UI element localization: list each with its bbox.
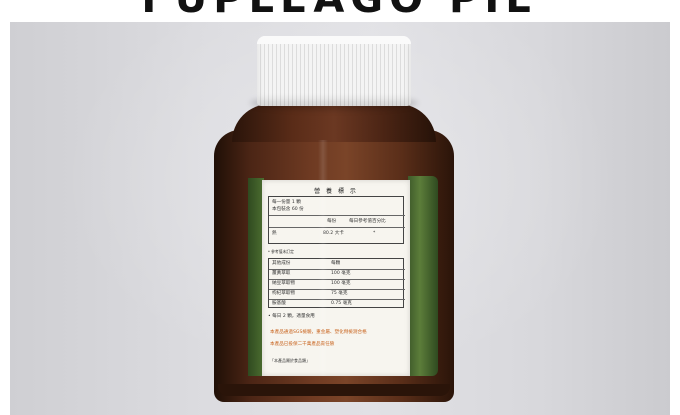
ingredient-value: 75 毫克 xyxy=(331,291,348,296)
divider xyxy=(269,298,405,300)
food-category-note: 「本產品屬於食品類」 xyxy=(270,358,310,363)
ingredient-name: 納豆萃取物 xyxy=(272,281,295,286)
warning-insurance: 本產品已投保二千萬產品責任險 xyxy=(270,342,335,347)
servings-count: 本包裝含 60 份 xyxy=(272,207,304,212)
warning-sgs: 本產品通過SGS檢驗，重金屬、塑化劑檢測合格 xyxy=(270,330,367,335)
divider xyxy=(269,288,405,290)
ingredient-value: 0.75 毫克 xyxy=(331,301,352,306)
label-footnote: * 參考值未訂定 xyxy=(268,249,294,254)
divider xyxy=(269,215,405,216)
ingredient-value: 每顆 xyxy=(331,261,341,266)
ingredient-name: 胺基酸 xyxy=(272,301,286,306)
label-green-strip-right xyxy=(408,176,438,376)
ingredient-name: 薑黃萃取 xyxy=(272,271,291,276)
bottle-neck xyxy=(232,104,436,142)
ingredient-value: 100 毫克 xyxy=(331,281,351,286)
header-band: FUPLEAGO PIE xyxy=(0,0,680,22)
ingredients-box: 其他成份 每顆 薑黃萃取 100 毫克 納豆萃取物 100 毫克 枸杞萃取物 7… xyxy=(268,258,405,308)
col-daily-ref: 每日參考值百分比 xyxy=(349,219,386,224)
ingredient-value: 100 毫克 xyxy=(331,271,351,276)
header-title: FUPLEAGO PIE xyxy=(0,0,680,22)
row-energy-name: 熱 xyxy=(272,231,277,236)
ingredient-name: 枸杞萃取物 xyxy=(272,291,295,296)
bottle-base xyxy=(218,384,450,396)
usage-note: • 每日 2 顆，適量食用 xyxy=(268,314,315,319)
glass-reflection xyxy=(318,140,328,376)
col-per-serving: 每份 xyxy=(327,219,337,224)
divider xyxy=(269,227,405,228)
ingredient-name: 其他成份 xyxy=(272,261,291,266)
label-title: 營 養 標 示 xyxy=(314,188,358,195)
label-green-strip-left xyxy=(248,178,264,376)
serving-size: 每一份量 1 顆 xyxy=(272,200,301,205)
cap-top xyxy=(257,36,411,44)
divider xyxy=(269,278,405,280)
divider xyxy=(269,268,405,270)
nutrition-label: 營 養 標 示 每一份量 1 顆 本包裝含 60 份 每份 每日參考值百分比 熱… xyxy=(262,180,410,376)
bottle-cap xyxy=(257,36,411,106)
row-energy-pct: * xyxy=(373,231,376,236)
row-energy-value: 80.2 大卡 xyxy=(323,231,344,236)
nutrition-box-top: 每一份量 1 顆 本包裝含 60 份 每份 每日參考值百分比 熱 80.2 大卡… xyxy=(268,196,405,244)
